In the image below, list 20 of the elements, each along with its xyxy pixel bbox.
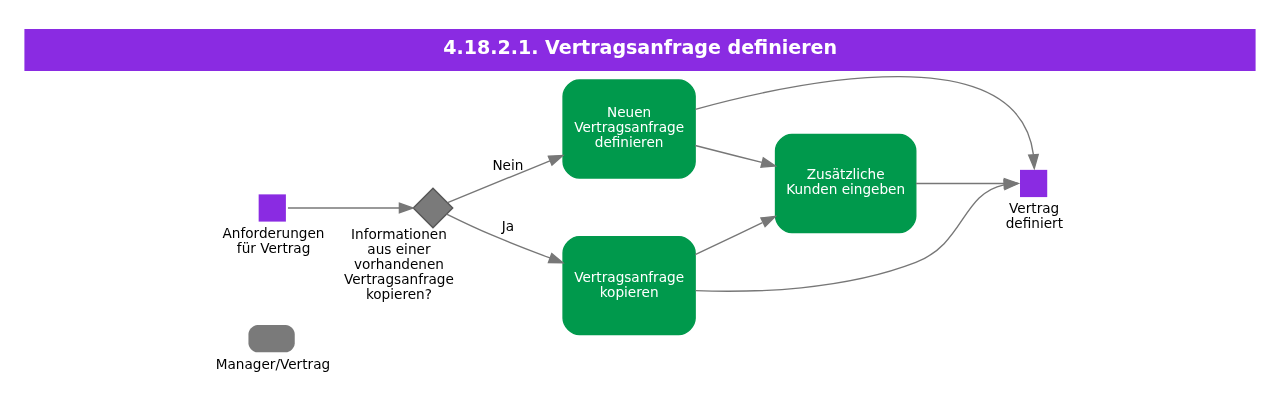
edge-label: Nein xyxy=(492,156,524,173)
arrow xyxy=(694,215,778,255)
edge-label: Ja xyxy=(501,217,515,234)
node-label: Anforderungen für Vertrag xyxy=(222,224,325,256)
node-label: Vertrag definiert xyxy=(1005,199,1063,231)
node-box xyxy=(258,193,286,222)
node-label: Manager/Vertrag xyxy=(215,355,331,372)
node-label: Informationen aus einer vorhandenen Vertragsanfrage kopieren? xyxy=(343,225,454,302)
node-box xyxy=(1020,169,1048,197)
arrow xyxy=(694,75,1040,171)
arrow xyxy=(287,201,416,214)
node-box: Zusätzliche Kunden eingeben xyxy=(774,133,917,233)
node-diamond xyxy=(412,186,454,229)
arrow xyxy=(446,154,565,203)
diagram-title: 4.18.2.1. Vertragsanfrage definieren xyxy=(443,35,838,58)
node-box: Neuen Vertragsanfrage definieren xyxy=(562,78,696,179)
arrow xyxy=(694,144,778,168)
node-box xyxy=(248,324,295,352)
arrow xyxy=(445,212,565,263)
node-box: Vertragsanfrage kopieren xyxy=(562,235,696,335)
